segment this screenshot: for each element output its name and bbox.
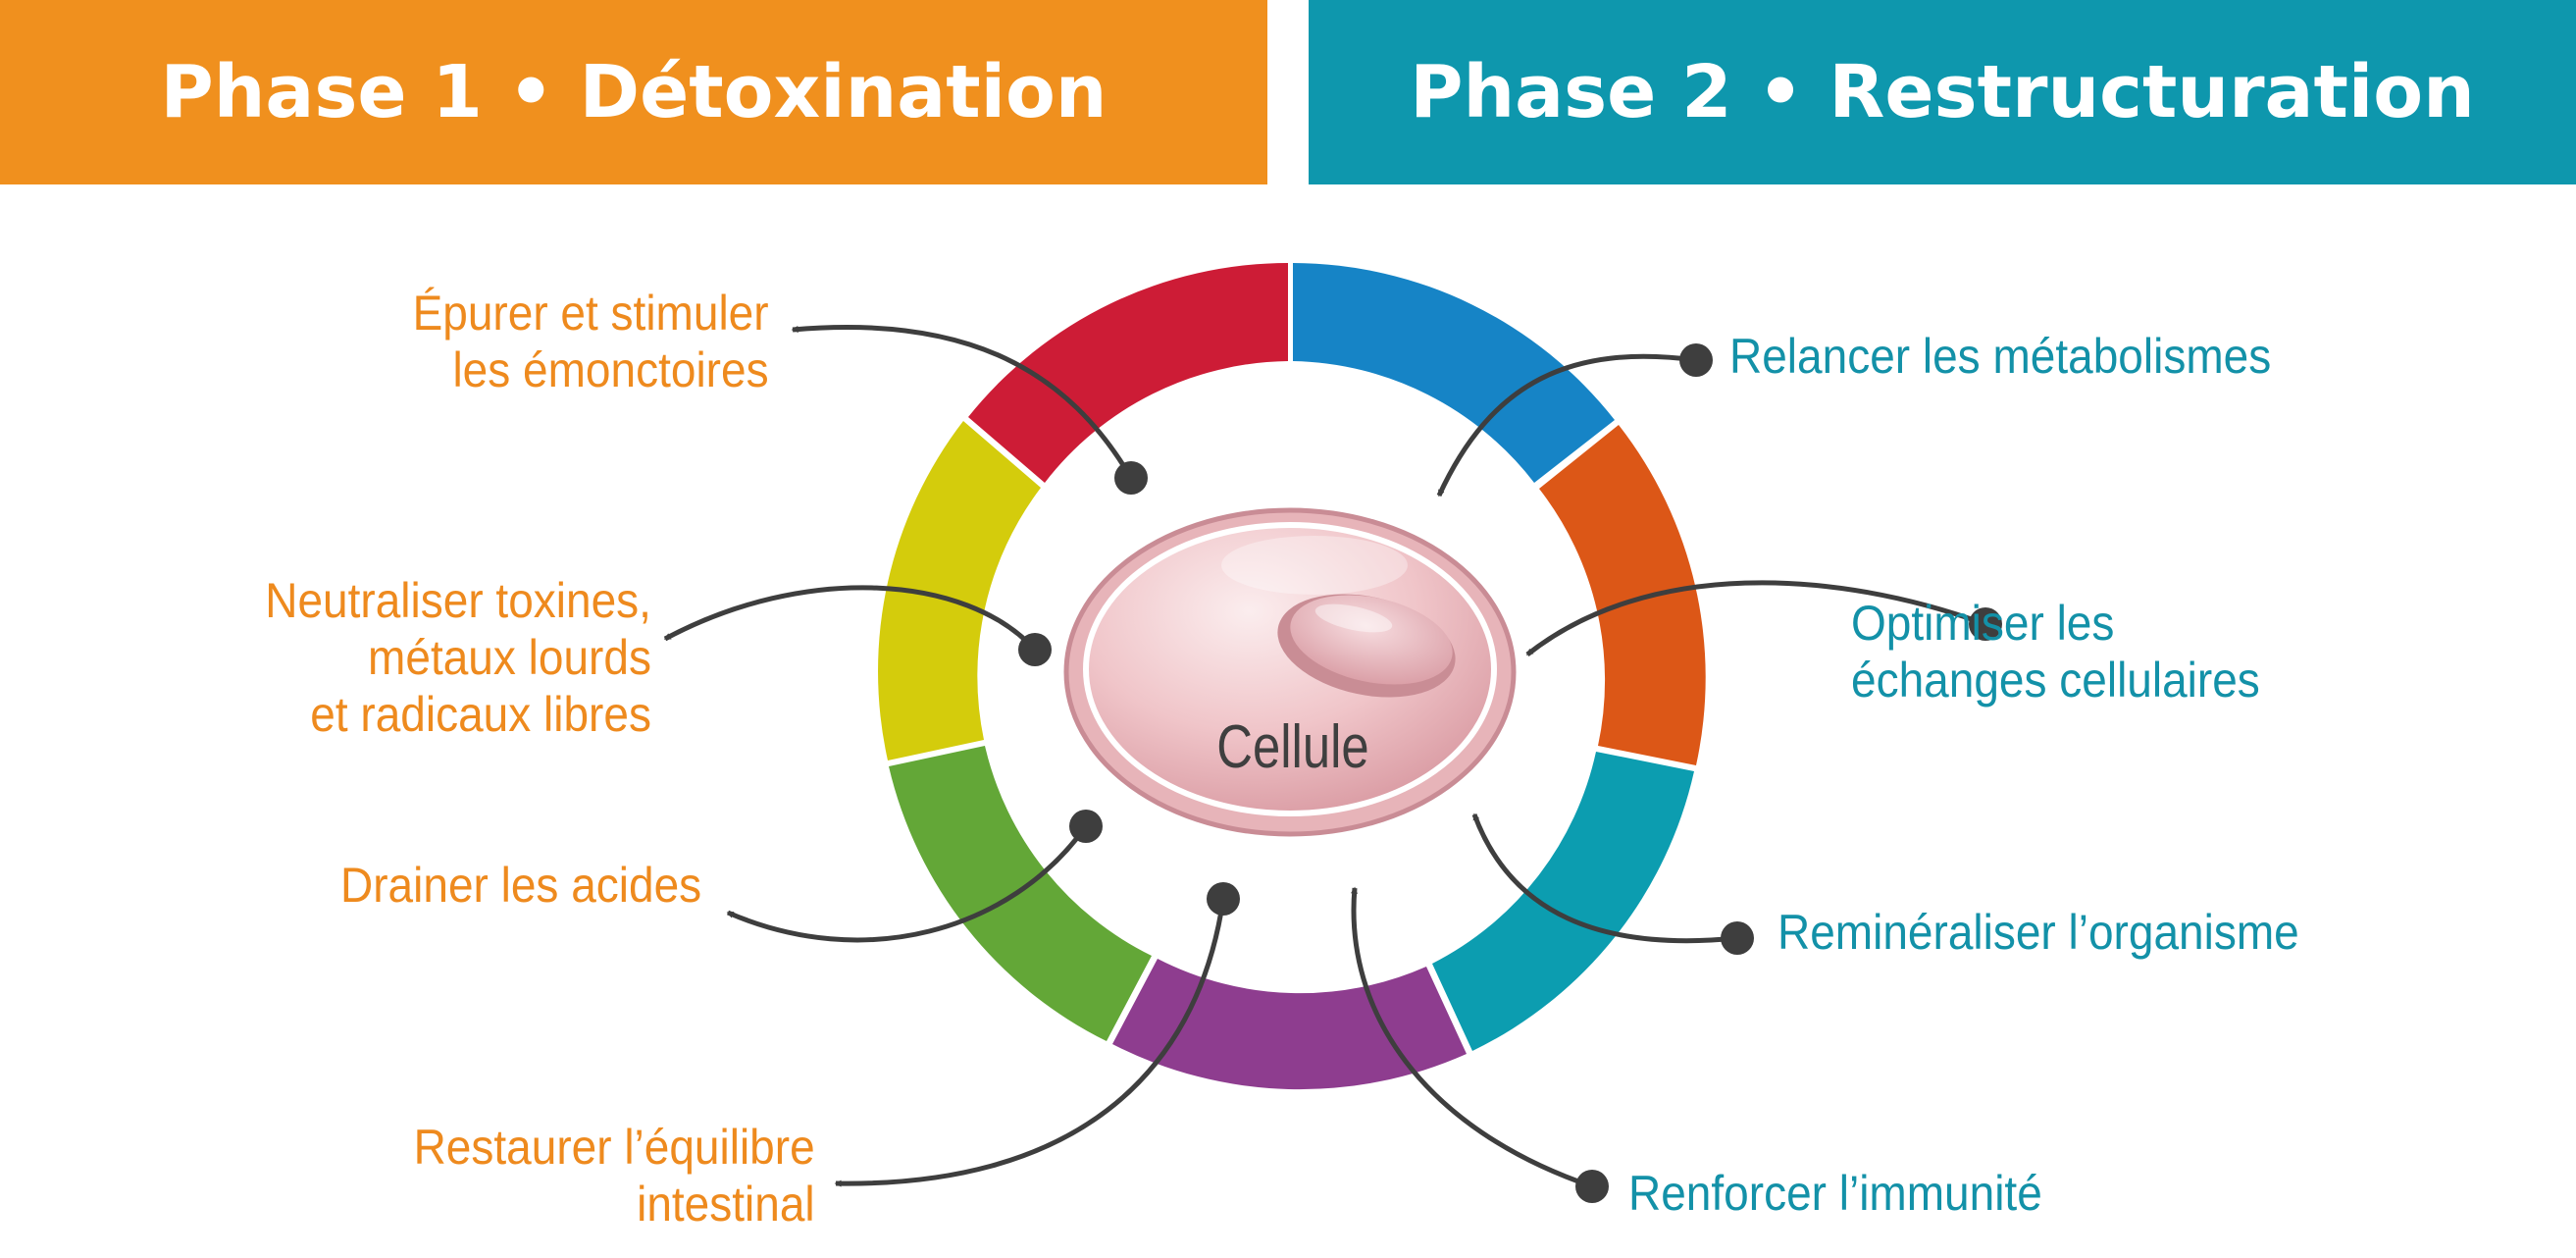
arrow-epurer [791,324,1148,495]
label-relancer-metabolismes: Relancer les métabolismes [1729,329,2272,384]
cell-nucleus [1277,594,1456,698]
arrow-optimiser [1525,580,2002,656]
ring-segment-orange [1539,425,1706,765]
label-remineraliser-organisme: Reminéraliser l’organisme [1777,905,2299,960]
phase-1-title: Phase 1 • Détoxination [160,50,1108,134]
arrow-renforcer [1351,886,1609,1203]
ring-segment-red [968,263,1288,483]
label-neutraliser-toxines: Neutraliser toxines, métaux lourds et ra… [265,573,651,742]
phase-2-title: Phase 2 • Restructuration [1410,50,2475,134]
ring-segment-yellow [878,421,1041,760]
label-drainer-acides: Drainer les acides [339,858,701,913]
ring-segment-blue [1293,263,1615,483]
arrow-neutraliser [663,585,1052,666]
label-optimiser-echanges: Optimiser les échanges cellulaires [1851,596,2260,708]
phase-1-banner: Phase 1 • Détoxination [0,0,1267,184]
cell-label: Cellule [1216,713,1368,781]
ring-segment-teal [1432,752,1694,1051]
arrow-restaurer [834,882,1240,1187]
phase-2-banner: Phase 2 • Restructuration [1309,0,2576,184]
label-renforcer-immunite: Renforcer l’immunité [1628,1166,2042,1221]
arrow-drainer [726,810,1103,943]
label-restaurer-equilibre: Restaurer l’équilibre intestinal [413,1120,815,1232]
label-epurer-emonctoires: Épurer et stimuler les émonctoires [412,286,769,397]
arrow-relancer [1436,343,1713,498]
arrow-remineraliser [1471,812,1754,955]
arrows [663,324,2002,1203]
cell: Cellule [1063,507,1517,837]
